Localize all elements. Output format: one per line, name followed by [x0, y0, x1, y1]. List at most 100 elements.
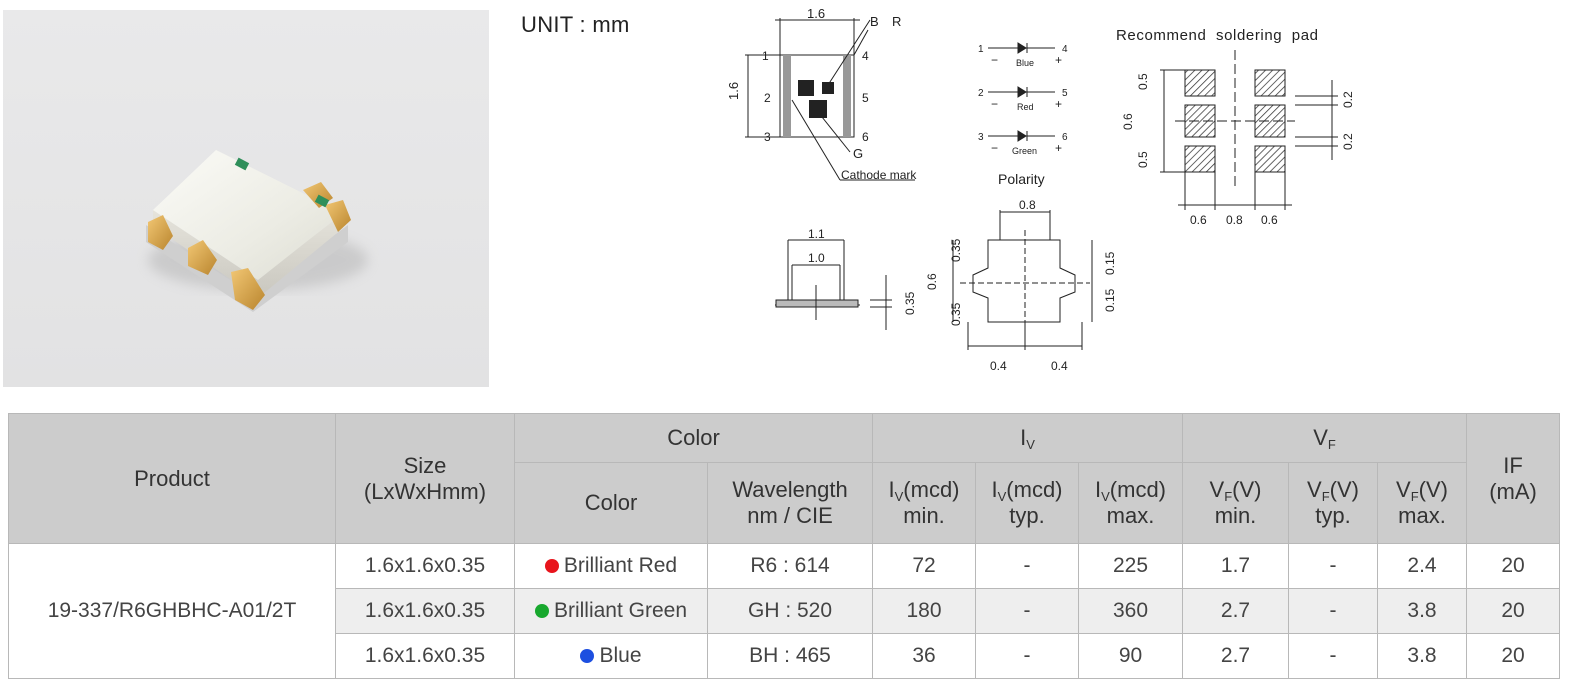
bottom-dim-r-bot: 0.15: [1103, 288, 1117, 312]
bottom-dim-l-mid: 0.6: [925, 273, 939, 290]
iv-sym: I: [888, 477, 895, 502]
vf-sym: V: [1209, 477, 1225, 502]
header-wavelength-label: Wavelength: [732, 477, 848, 502]
header-if-label: IF: [1503, 452, 1523, 478]
polarity-title: Polarity: [998, 171, 1045, 187]
header-vf-sub: F: [1327, 437, 1336, 452]
header-vf-group: VF: [1182, 413, 1468, 463]
polarity-right-3: 6: [1062, 132, 1068, 143]
header-wavelength-unit: nm / CIE: [747, 503, 833, 528]
spec-table: Product Size(LxWxHmm) Color IV VF IF(mA)…: [8, 413, 1561, 679]
header-product: Product: [8, 413, 336, 544]
cell-color: Brilliant Green: [514, 588, 708, 634]
pin-2: 2: [764, 91, 771, 105]
polarity-name-3: Green: [1012, 146, 1037, 156]
vf-min-label: min.: [1214, 503, 1257, 528]
iv-unit: (mcd): [903, 477, 960, 502]
vf-sub: F: [1224, 489, 1233, 504]
cell-vf-typ: -: [1288, 633, 1379, 679]
side-dim-w2: 1.0: [808, 251, 825, 265]
iv-unit: (mcd): [1109, 477, 1167, 502]
cell-size: 1.6x1.6x0.35: [335, 543, 515, 589]
pin-4: 4: [862, 49, 869, 63]
plus-3: +: [1055, 141, 1062, 155]
chip-b: [798, 80, 814, 96]
bottom-dim-b1: 0.4: [990, 359, 1007, 373]
header-iv-sub: V: [1026, 437, 1035, 452]
cell-if: 20: [1466, 543, 1561, 589]
plus-1: +: [1055, 53, 1062, 67]
header-size: Size(LxWxHmm): [335, 413, 515, 544]
cell-size: 1.6x1.6x0.35: [335, 633, 515, 679]
header-vf-symbol: V: [1313, 425, 1328, 450]
unit-label: UNIT : mm: [521, 12, 630, 37]
color-name: Blue: [599, 644, 642, 667]
vf-unit: (V): [1418, 477, 1448, 502]
cell-iv-typ: -: [975, 588, 1080, 634]
vf-sub: F: [1321, 489, 1330, 504]
table-row: 1.6x1.6x0.35 Blue BH : 465 36 - 90 2.7 -…: [9, 633, 1561, 679]
minus-1: −: [991, 53, 998, 67]
side-dim-h: 0.35: [903, 291, 917, 315]
header-iv-min: IV(mcd)min.: [872, 462, 977, 544]
cell-vf-max: 3.8: [1377, 633, 1468, 679]
product-photo: [3, 10, 489, 387]
cell-iv-max: 360: [1078, 588, 1184, 634]
vf-unit: (V): [1232, 477, 1262, 502]
header-size-unit: (LxWxHmm): [363, 478, 487, 504]
polarity-left-2: 2: [978, 88, 984, 99]
polarity-right-2: 5: [1062, 88, 1068, 99]
cell-iv-max: 225: [1078, 543, 1184, 589]
iv-max-label: max.: [1106, 503, 1155, 528]
cell-iv-typ: -: [975, 633, 1080, 679]
header-size-label: Size: [403, 452, 447, 478]
bottom-dim-top: 0.8: [1019, 198, 1036, 212]
cell-iv-max: 90: [1078, 633, 1184, 679]
pad-dim-bottom-2: 0.8: [1226, 213, 1243, 227]
color-name: Brilliant Red: [563, 554, 678, 577]
cell-color: Blue: [514, 633, 708, 679]
header-vf-typ: VF(V)typ.: [1288, 462, 1379, 544]
header-vf-min: VF(V)min.: [1182, 462, 1290, 544]
green-dot-icon: [534, 604, 549, 618]
cell-vf-min: 1.7: [1182, 543, 1290, 589]
iv-sub: V: [1101, 489, 1110, 504]
header-iv-group: IV: [872, 413, 1184, 463]
cell-vf-min: 2.7: [1182, 588, 1290, 634]
pad-dim-bottom-3: 0.6: [1261, 213, 1278, 227]
cell-wavelength: BH : 465: [706, 633, 874, 679]
header-if-unit: (mA): [1489, 478, 1537, 504]
polarity-right-1: 4: [1062, 44, 1068, 55]
header-iv-typ: IV(mcd)typ.: [975, 462, 1080, 544]
label-g: G: [853, 146, 863, 161]
vf-unit: (V): [1329, 477, 1359, 502]
header-color: Color: [514, 462, 708, 544]
bottom-dim-b2: 0.4: [1051, 359, 1068, 373]
cell-vf-max: 3.8: [1377, 588, 1468, 634]
pin-3: 3: [764, 130, 771, 144]
pad-dim-right-bot: 0.2: [1341, 133, 1355, 150]
dimension-drawing: 1.6 1.6 B R G Cathode mark 1 2 3 4 5 6 1…: [726, 6, 1355, 373]
cell-iv-min: 72: [872, 543, 977, 589]
side-dim-w1: 1.1: [808, 227, 825, 241]
pad-dim-left-bot: 0.5: [1136, 151, 1150, 168]
vf-sub: F: [1410, 489, 1419, 504]
dim-side-height: 1.6: [726, 82, 741, 100]
pad-dim-right-top: 0.2: [1341, 91, 1355, 108]
minus-2: −: [991, 97, 998, 111]
cathode-mark-label: Cathode mark: [841, 168, 917, 182]
bottom-dim-l-top: 0.35: [949, 238, 963, 262]
cell-wavelength: GH : 520: [706, 588, 874, 634]
vf-sym: V: [1307, 477, 1322, 502]
iv-sub: V: [997, 489, 1007, 504]
cell-size: 1.6x1.6x0.35: [335, 588, 515, 634]
pin-6: 6: [862, 130, 869, 144]
chip-g: [809, 100, 827, 118]
vf-typ-label: typ.: [1315, 503, 1351, 528]
iv-sub: V: [894, 489, 904, 504]
pin-1: 1: [762, 49, 769, 63]
vf-sym: V: [1396, 477, 1411, 502]
iv-unit: (mcd): [1006, 477, 1063, 502]
cell-vf-max: 2.4: [1377, 543, 1468, 589]
cell-wavelength: R6 : 614: [706, 543, 874, 589]
